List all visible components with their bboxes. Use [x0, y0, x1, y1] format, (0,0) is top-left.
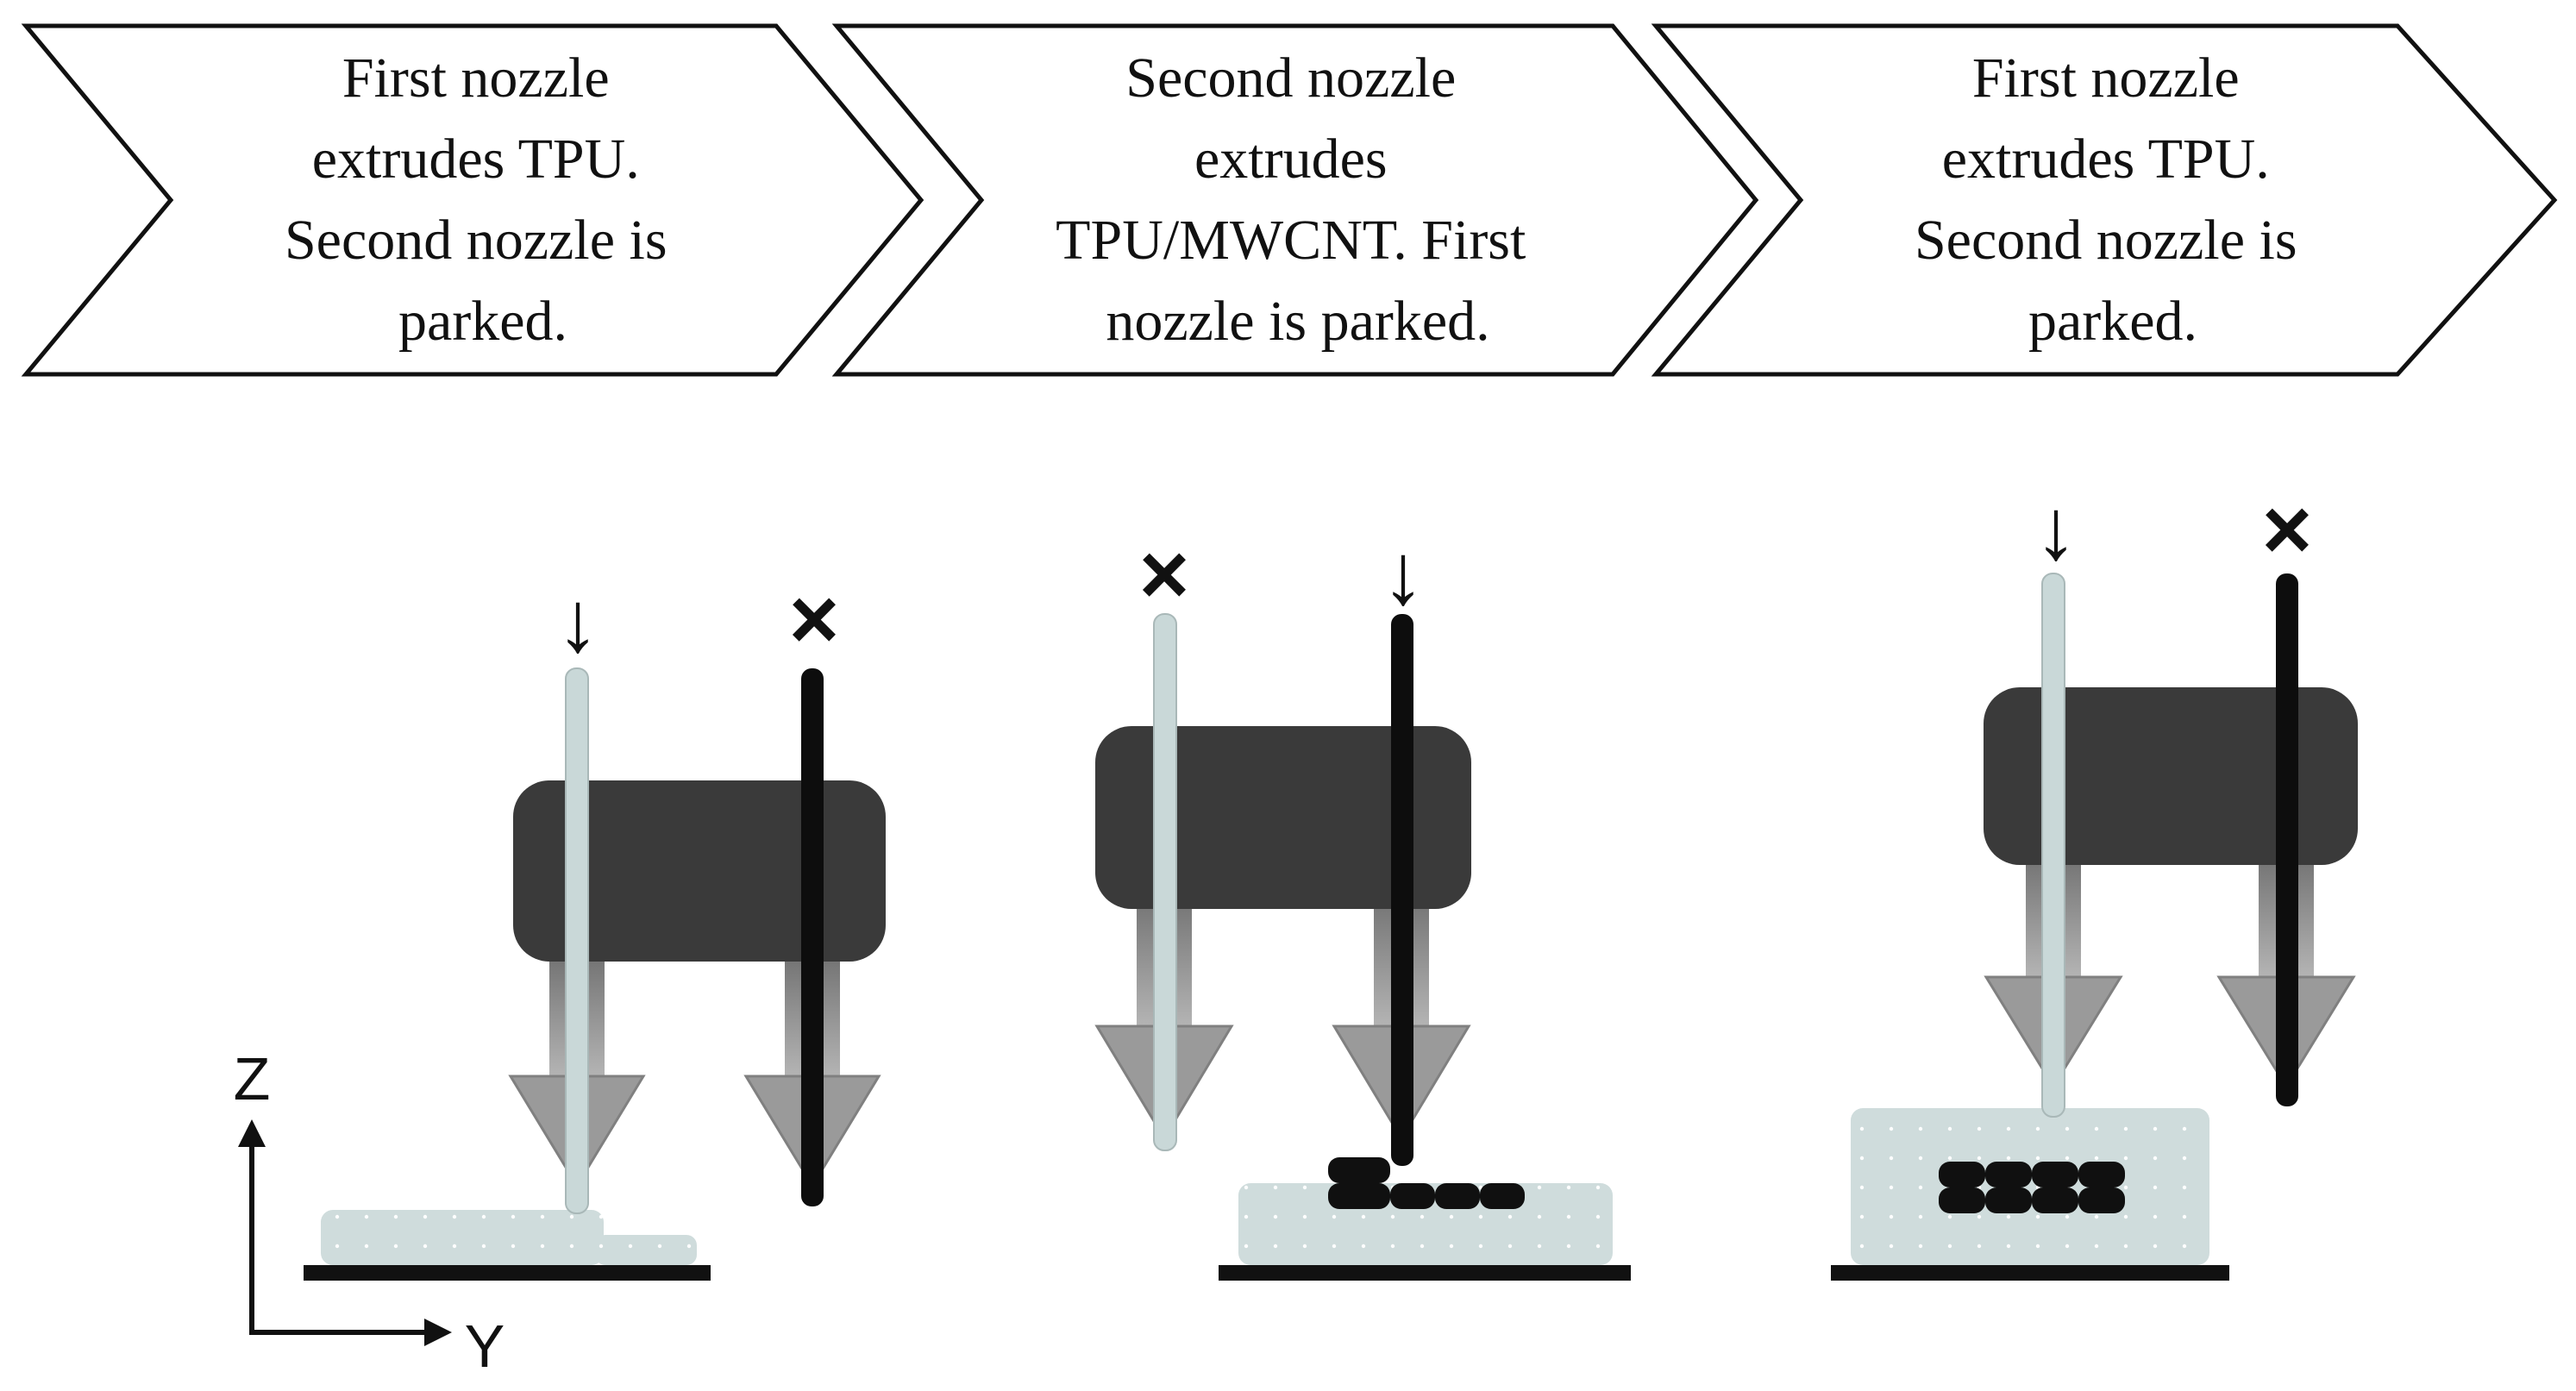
step-3-line-3: Second nozzle is — [1915, 209, 2297, 272]
step-2-line-1: Second nozzle — [1125, 47, 1456, 110]
scene-2-active-marker: ↓ — [1382, 526, 1425, 623]
step-1: First nozzle extrudes TPU. Second nozzle… — [21, 23, 924, 377]
step-1-line-1: First nozzle — [342, 47, 610, 110]
scene-1-tpu-layer — [321, 1210, 697, 1265]
scene-1-active-marker: ↓ — [556, 573, 599, 670]
scene-3: ↓ × — [1831, 481, 2358, 1281]
coordinate-axes: Z Y — [234, 1045, 505, 1380]
scene-3-tpu-block — [1851, 1108, 2209, 1265]
scene-1-mwcnt-filament — [801, 668, 824, 1206]
scene-3-active-marker: ↓ — [2034, 481, 2078, 578]
step-2: Second nozzle extrudes TPU/MWCNT. First … — [831, 23, 1759, 377]
scene-2-tpu-filament — [1153, 613, 1177, 1151]
scene-1-tpu-filament — [565, 667, 589, 1214]
z-axis-arrowhead — [238, 1119, 266, 1147]
step-3: First nozzle extrudes TPU. Second nozzle… — [1651, 23, 2558, 377]
step-3-line-4: parked. — [2028, 290, 2197, 353]
step-3-chevron — [1651, 23, 2558, 377]
scene-1-print-head — [513, 780, 886, 962]
scene-2-mwcnt-filament — [1391, 614, 1413, 1166]
scene-3-tpu-filament — [2041, 573, 2065, 1118]
step-1-line-2: extrudes TPU. — [312, 128, 640, 191]
y-axis-arrowhead — [424, 1319, 452, 1346]
step-1-chevron — [21, 23, 924, 377]
scene-3-parked-marker: × — [2262, 481, 2312, 578]
step-2-line-3: TPU/MWCNT. First — [1056, 209, 1526, 272]
scene-1: ↓ × — [304, 571, 886, 1281]
step-1-line-4: parked. — [398, 290, 567, 353]
scene-2: × ↓ — [1094, 526, 1631, 1281]
scene-2-print-head — [1095, 726, 1471, 909]
step-1-line-3: Second nozzle is — [285, 209, 668, 272]
step-2-line-4: nozzle is parked. — [1106, 290, 1489, 353]
scene-2-build-plate — [1219, 1265, 1631, 1281]
step-3-text: First nozzle extrudes TPU. Second nozzle… — [1915, 47, 2311, 353]
step-2-chevron — [831, 23, 1759, 377]
scene-3-print-head — [1984, 687, 2358, 865]
scene-1-parked-marker: × — [789, 571, 839, 667]
y-axis-label: Y — [465, 1313, 505, 1380]
step-2-text: Second nozzle extrudes TPU/MWCNT. First … — [1056, 47, 1540, 353]
scene-2-parked-marker: × — [1139, 526, 1189, 623]
step-3-line-2: extrudes TPU. — [1942, 128, 2270, 191]
scene-3-mwcnt-deposit — [1939, 1162, 2125, 1213]
scene-2-mwcnt-deposit — [1328, 1157, 1525, 1209]
scene-3-mwcnt-filament — [2276, 573, 2298, 1106]
z-axis-label: Z — [234, 1045, 271, 1112]
scene-3-build-plate — [1831, 1265, 2229, 1281]
step-2-line-2: extrudes — [1194, 128, 1388, 191]
step-3-line-1: First nozzle — [1972, 47, 2240, 110]
scene-1-build-plate — [304, 1265, 711, 1281]
step-1-text: First nozzle extrudes TPU. Second nozzle… — [285, 47, 681, 353]
